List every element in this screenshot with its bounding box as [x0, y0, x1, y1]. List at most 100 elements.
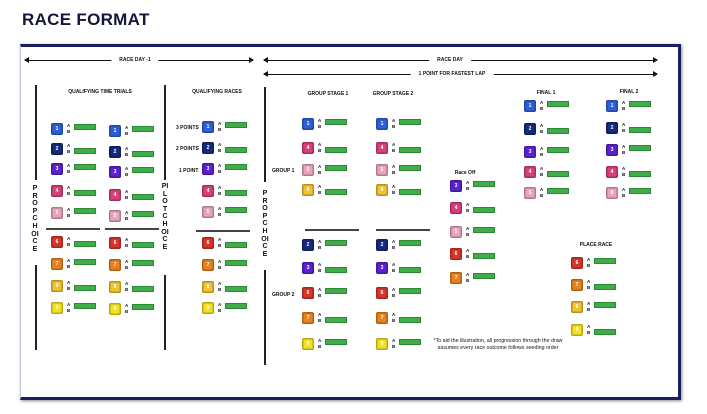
header-final-1: FINAL 1: [536, 90, 556, 96]
heat-a: A: [125, 189, 129, 194]
heat-b: B: [392, 268, 396, 273]
heat-b: B: [622, 128, 626, 133]
heat-b: B: [125, 265, 129, 270]
heat-b: B: [125, 287, 129, 292]
heat-a: A: [587, 301, 591, 306]
result-bar: [132, 167, 154, 173]
heat-a: A: [392, 287, 396, 292]
heat-a: A: [318, 312, 322, 317]
heat-a: A: [318, 262, 322, 267]
result-bar: [132, 260, 154, 266]
result-bar: [473, 253, 495, 259]
seed-badge: 6: [202, 237, 214, 249]
heat-b: B: [125, 131, 129, 136]
seed-badge: 1: [524, 100, 536, 112]
divider-line: [376, 229, 430, 231]
heat-a: A: [218, 259, 222, 264]
heat-b: B: [318, 170, 322, 175]
seed-badge: 5: [302, 164, 314, 176]
divider-line: [105, 228, 159, 230]
result-bar: [132, 126, 154, 132]
result-bar: [399, 339, 421, 345]
footnote: *To aid the illustration, all progressio…: [433, 338, 563, 351]
seed-badge: 6: [109, 237, 121, 249]
result-bar: [547, 171, 569, 177]
result-bar: [74, 124, 96, 130]
heat-b: B: [392, 293, 396, 298]
result-bar: [132, 304, 154, 310]
heat-b: B: [218, 243, 222, 248]
heat-a: A: [318, 287, 322, 292]
heat-b: B: [587, 307, 591, 312]
heat-a: A: [218, 237, 222, 242]
seed-badge: 2: [109, 146, 121, 158]
header-final-2: FINAL 2: [619, 89, 639, 95]
result-bar: [473, 227, 495, 233]
seed-badge: 7: [51, 258, 63, 270]
heat-b: B: [540, 152, 544, 157]
heat-b: B: [466, 208, 470, 213]
heat-a: A: [218, 206, 222, 211]
heat-b: B: [67, 213, 71, 218]
heat-a: A: [587, 279, 591, 284]
seed-badge: 7: [376, 312, 388, 324]
propchoice-label-2: PROPCHOICE: [261, 190, 269, 258]
seed-badge: 5: [606, 187, 618, 199]
seed-badge: 4: [450, 202, 462, 214]
result-bar: [132, 242, 154, 248]
heat-b: B: [218, 308, 222, 313]
result-bar: [594, 258, 616, 264]
heat-a: A: [125, 125, 129, 130]
seed-badge: 4: [202, 185, 214, 197]
seed-badge: 3: [376, 262, 388, 274]
seed-badge: 9: [571, 324, 583, 336]
divider-line: [164, 85, 166, 180]
heat-b: B: [125, 172, 129, 177]
seed-badge: 6: [51, 236, 63, 248]
seed-badge: 3: [450, 180, 462, 192]
header-qualifying-time-trials: QUALIFYING TIME TRIALS: [68, 89, 132, 95]
seed-badge: 8: [571, 301, 583, 313]
result-bar: [547, 147, 569, 153]
seed-badge: 6: [450, 248, 462, 260]
race-day-minus-1-label: RACE DAY -1: [111, 57, 159, 63]
heat-a: A: [622, 166, 626, 171]
result-bar: [399, 240, 421, 246]
heat-a: A: [540, 187, 544, 192]
seed-badge: 8: [302, 184, 314, 196]
heat-a: A: [392, 312, 396, 317]
heat-a: A: [218, 185, 222, 190]
heat-b: B: [125, 243, 129, 248]
seed-badge: 7: [202, 259, 214, 271]
seed-badge: 1: [51, 123, 63, 135]
result-bar: [399, 189, 421, 195]
result-bar: [225, 303, 247, 309]
heat-a: A: [318, 118, 322, 123]
result-bar: [225, 190, 247, 196]
result-bar: [225, 286, 247, 292]
heat-b: B: [466, 278, 470, 283]
label-group-1: GROUP 1: [272, 168, 295, 174]
seed-badge: 9: [202, 302, 214, 314]
result-bar: [74, 303, 96, 309]
heat-a: A: [392, 262, 396, 267]
heat-b: B: [218, 212, 222, 217]
seed-badge: 8: [202, 281, 214, 293]
